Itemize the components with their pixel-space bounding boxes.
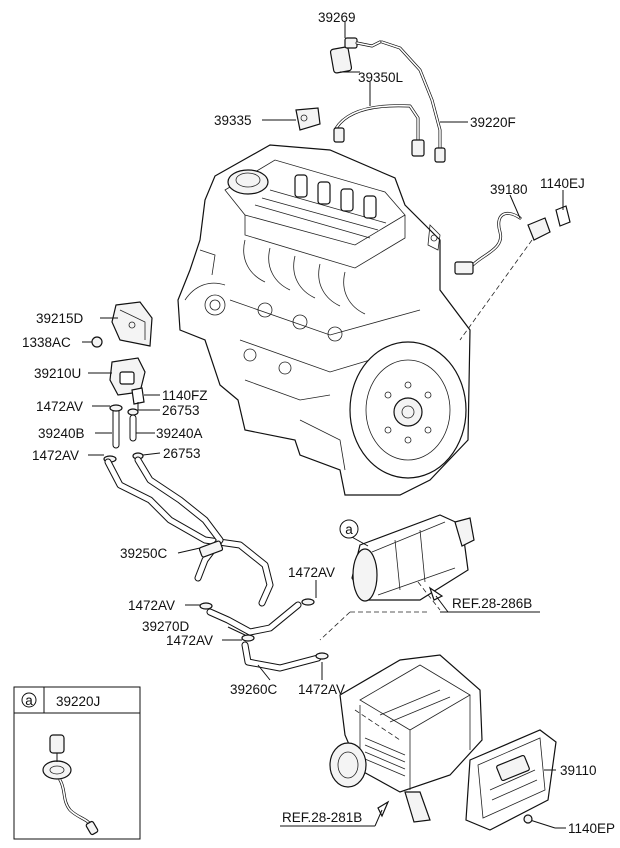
label-1140FZ: 1140FZ: [162, 388, 208, 403]
label-1472AV-middle: 1472AV: [166, 633, 213, 648]
label-1140EP: 1140EP: [568, 821, 615, 836]
label-1140EJ: 1140EJ: [540, 176, 585, 191]
inset-sensor: [42, 734, 99, 836]
label-39210U: 39210U: [34, 366, 81, 381]
label-1472AV-top: 1472AV: [36, 399, 83, 414]
label-39110: 39110: [560, 763, 597, 778]
label-39270D: 39270D: [142, 619, 190, 634]
label-1472AV-left: 1472AV: [128, 598, 175, 613]
label-39269: 39269: [318, 10, 356, 25]
oxygen-sensor-harness: [295, 37, 446, 163]
purge-canister: [319, 514, 475, 641]
pressure-sensor: [109, 357, 146, 410]
crankshaft-position-sensor: [454, 200, 571, 341]
label-39220F: 39220F: [470, 115, 516, 130]
label-39215D: 39215D: [36, 311, 84, 326]
engine-control-unit: [465, 729, 557, 831]
sensor-bracket: [91, 301, 153, 348]
callout-a-label: a: [345, 522, 353, 537]
callout-a: a: [339, 519, 359, 539]
label-1472AV-second: 1472AV: [32, 448, 79, 463]
label-39180: 39180: [490, 182, 528, 197]
engine-block: [177, 144, 471, 496]
label-1472AV-bottom: 1472AV: [298, 682, 345, 697]
label-39250C: 39250C: [120, 546, 168, 561]
label-39260C: 39260C: [230, 682, 278, 697]
air-cleaner: [329, 654, 483, 823]
inset-part-number: 39220J: [56, 694, 100, 709]
ref-28-286B: REF.28-286B: [452, 596, 532, 611]
part-labels: 39269 39350L 39335 39220F 39180 1140EJ 3…: [22, 10, 615, 836]
leader-lines: [82, 22, 566, 829]
label-39240A: 39240A: [156, 426, 203, 441]
inset-marker: a: [25, 693, 33, 708]
label-1338AC: 1338AC: [22, 335, 71, 350]
label-26753-bottom: 26753: [163, 446, 201, 461]
ref-28-281B: REF.28-281B: [282, 810, 362, 825]
label-39240B: 39240B: [38, 426, 85, 441]
label-1472AV-canister: 1472AV: [288, 565, 335, 580]
label-39335: 39335: [214, 113, 252, 128]
label-26753-top: 26753: [162, 403, 200, 418]
inset-box: a 39220J: [13, 686, 141, 840]
vacuum-hoses: [103, 404, 329, 672]
label-39350L: 39350L: [358, 70, 404, 85]
